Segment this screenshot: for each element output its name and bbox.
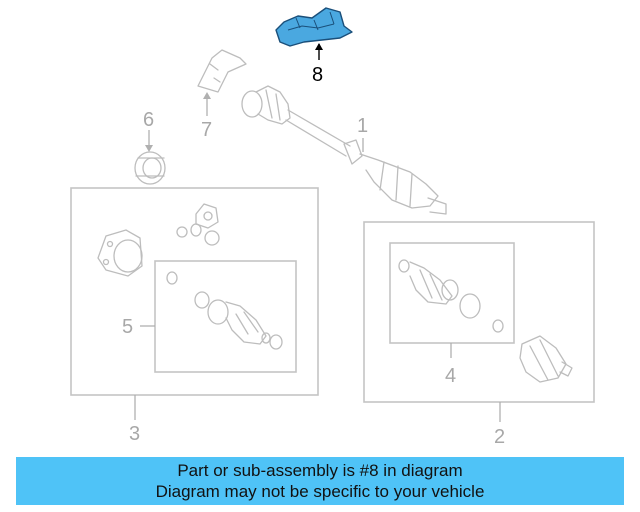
- part-4-boot-kit: [398, 259, 504, 333]
- callout-7-arrow: [203, 92, 211, 99]
- banner-line-2: Diagram may not be specific to your vehi…: [155, 482, 485, 501]
- part-5-boot-kit: [166, 271, 283, 350]
- callout-8: 8: [312, 64, 323, 86]
- part-2-outer-joint: [519, 335, 573, 383]
- callout-5: 5: [122, 316, 133, 338]
- callout-6-arrow: [145, 145, 153, 152]
- callout-2: 2: [494, 426, 505, 448]
- part-2-frame: [363, 221, 595, 403]
- info-banner: Part or sub-assembly is #8 in diagram Di…: [16, 457, 624, 505]
- part-3-cv-spider: [176, 203, 220, 246]
- callout-8-arrow: [315, 43, 323, 50]
- part-4-frame: [389, 242, 515, 344]
- part-6-seal: [134, 151, 166, 185]
- part-5-frame: [154, 260, 297, 373]
- callout-7: 7: [201, 119, 212, 141]
- callout-1: 1: [357, 115, 368, 137]
- part-3-frame: [70, 187, 319, 396]
- part-3-outer-joint: [97, 229, 143, 277]
- part-7-bracket: [197, 49, 247, 93]
- callout-3: 3: [129, 423, 140, 445]
- banner-line-1: Part or sub-assembly is #8 in diagram: [177, 461, 463, 480]
- part-8-heat-shield[interactable]: [275, 7, 353, 47]
- callout-6: 6: [143, 109, 154, 131]
- part-1-axle-shaft: [241, 85, 447, 215]
- callout-4: 4: [445, 365, 456, 387]
